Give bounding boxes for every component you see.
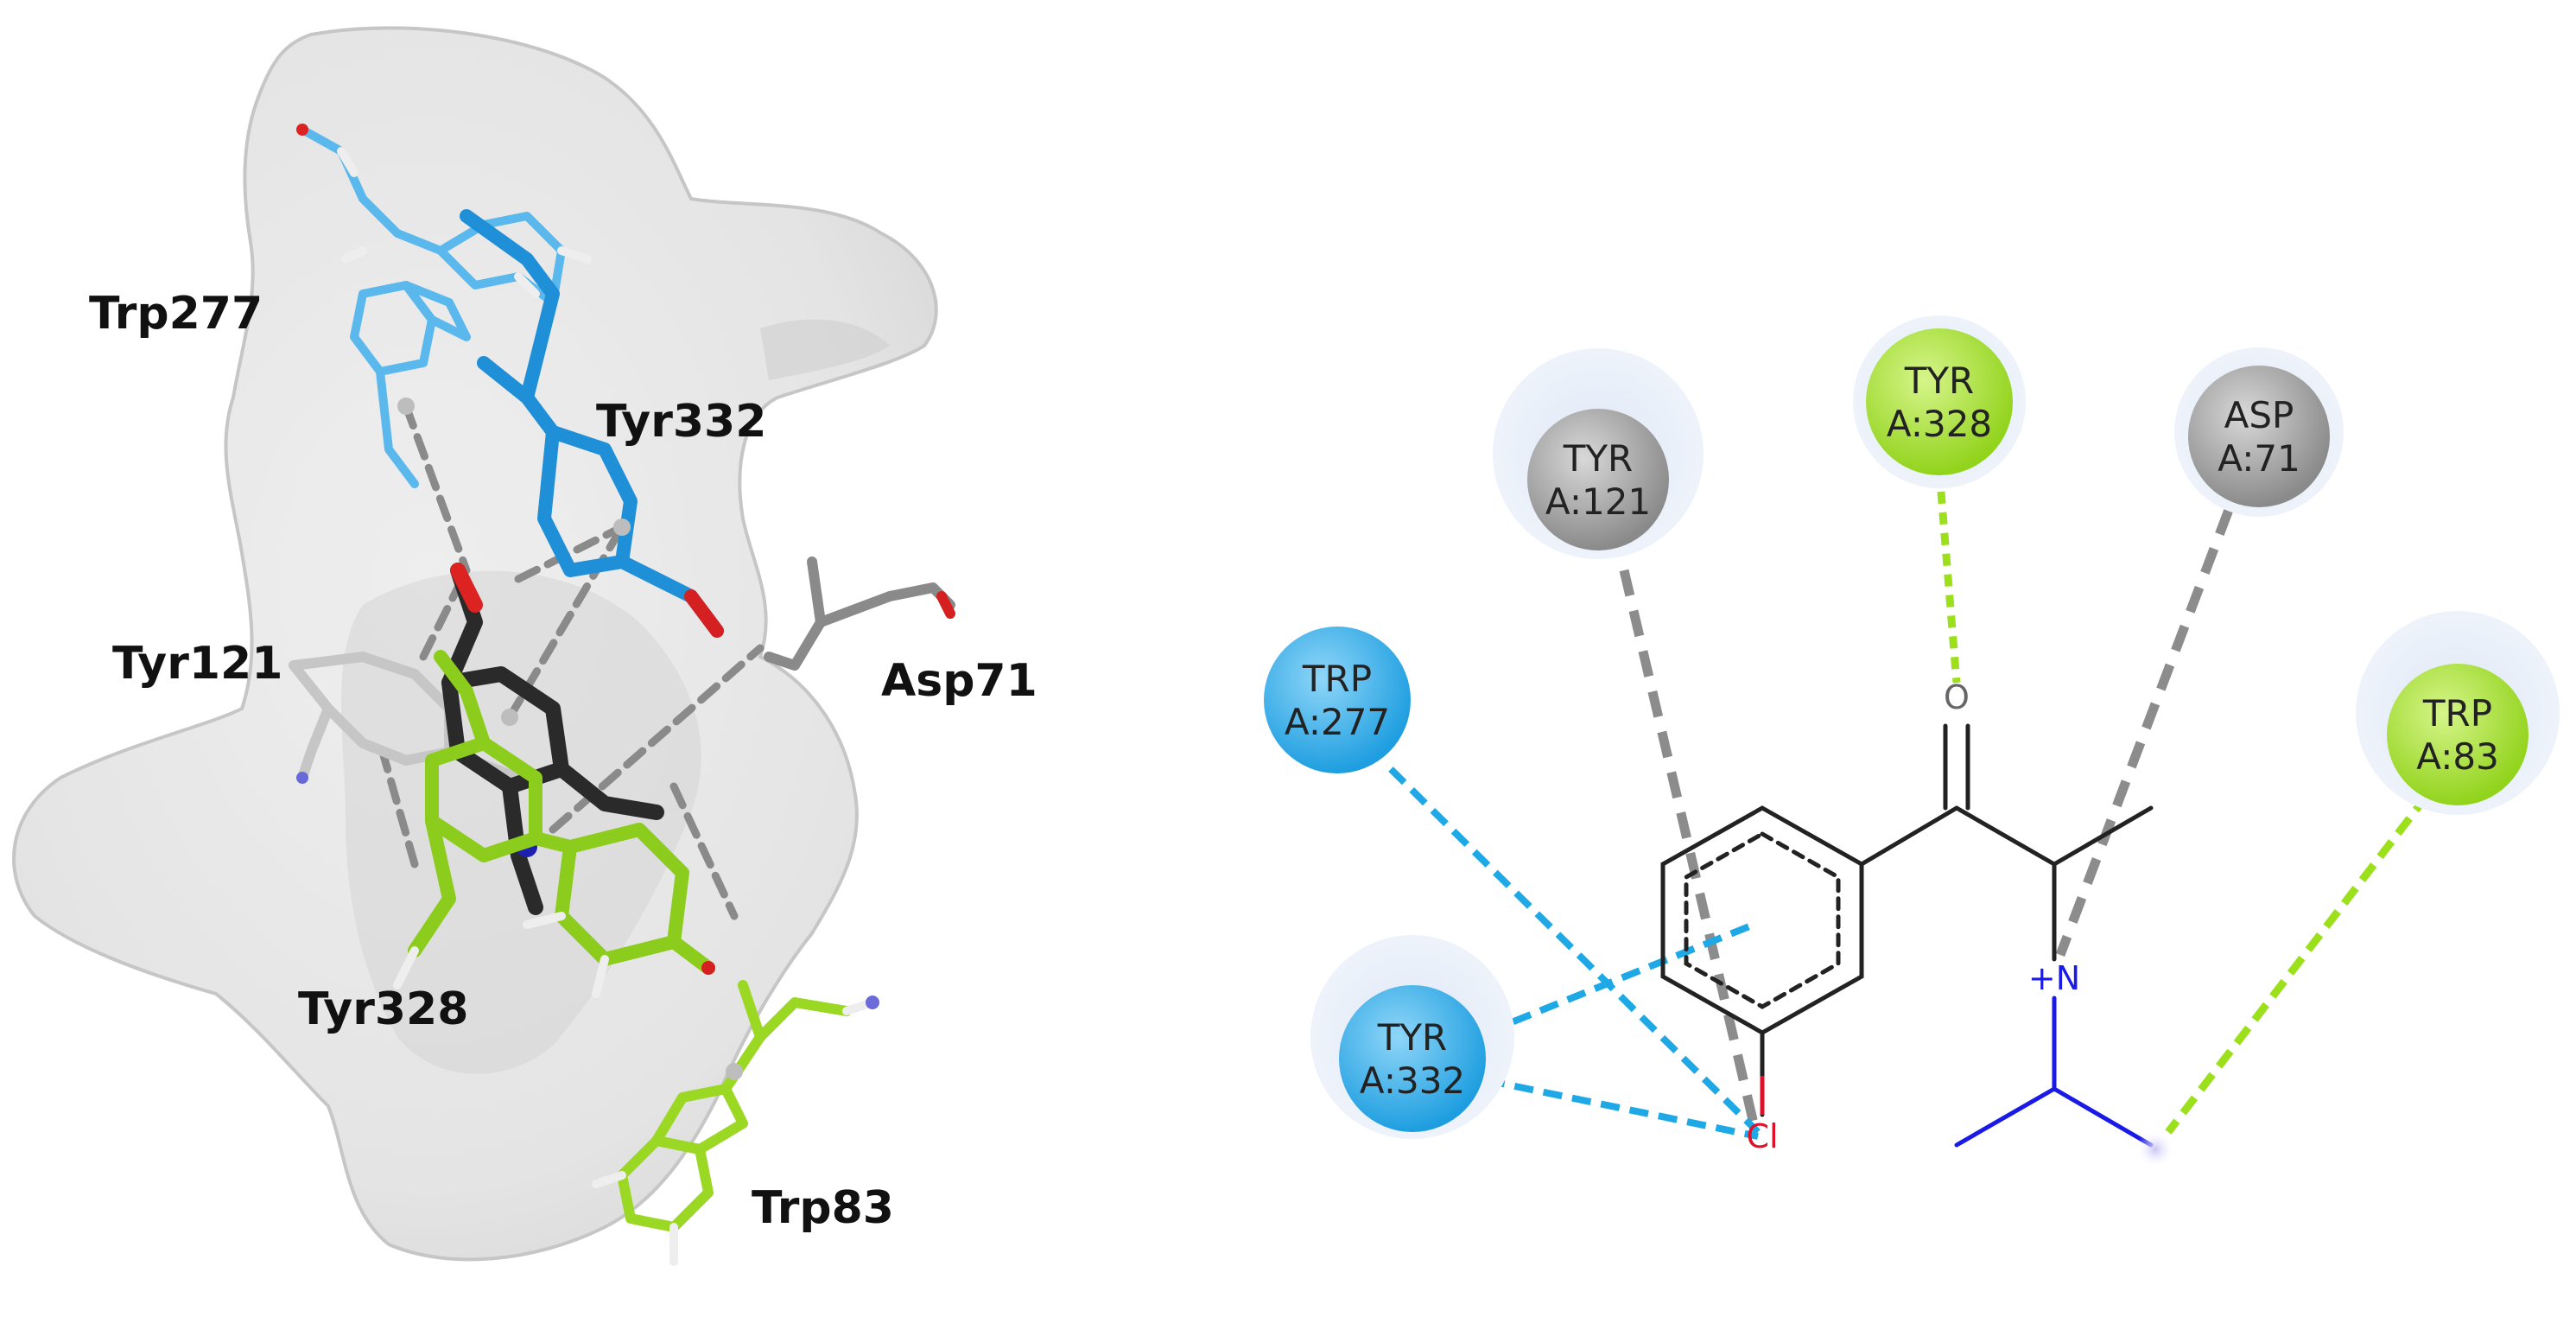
label-trp277: Trp277 [89,288,263,340]
trp83-nitrogen [866,996,879,1009]
node-tyr328-name: TYR [1904,359,1975,402]
interaction-lines-2d [1388,470,2431,1140]
asp71-oxygen [936,591,955,619]
right-panel-2d-diagram: O Cl +N TYR A:121 TYR A:328 ASP A:71 TRP [1264,315,2560,1168]
node-tyr332-pos: A:332 [1360,1059,1465,1102]
disc-trp277 [1264,627,1411,773]
disc-trp83 [2387,664,2528,805]
pocket-cavity-shade-2 [760,319,890,380]
residue-node-tyr328: TYR A:328 [1853,315,2026,488]
tyr328-oxygen [701,961,715,975]
residue-labels-3d: Trp277 Tyr332 Tyr121 Asp71 Tyr328 Trp83 [89,288,1037,1234]
ligand-carbonyl-oxygen [450,563,483,613]
interaction-asp71 [2055,508,2234,957]
node-trp277-pos: A:277 [1285,701,1390,743]
interaction-tyr328 [1935,470,1961,684]
residue-node-trp277: TRP A:277 [1264,627,1411,773]
protein-surface [12,26,938,1262]
tyr332-oxygen [684,589,724,638]
left-panel-3d-pocket: Trp277 Tyr332 Tyr121 Asp71 Tyr328 Trp83 [12,26,1037,1266]
label-tyr332: Tyr332 [596,396,766,448]
ligand-2d-skeleton [1660,723,2154,1117]
node-tyr121-name: TYR [1563,437,1634,480]
label-asp71: Asp71 [881,655,1037,707]
benzene-ring [1660,805,1864,1035]
interaction-tyr121 [1619,569,1759,1125]
node-trp277-name: TRP [1302,658,1372,700]
residue-asp71-sticks [764,557,955,671]
node-asp71-name: ASP [2224,394,2294,436]
disc-tyr121 [1527,409,1669,550]
atom-nitrogen: +N [2028,959,2080,997]
interaction-trp277-cl [1388,767,1761,1135]
residue-trp277-hydrogens [337,147,592,298]
residue-node-trp83: TRP A:83 [2356,611,2560,815]
residue-tyr328-hydrogens [393,912,609,998]
interaction-tyr332-cl [1485,1077,1759,1140]
node-asp71-pos: A:71 [2218,437,2300,480]
label-tyr121: Tyr121 [112,638,282,690]
disc-asp71 [2188,366,2330,507]
node-tyr332-name: TYR [1377,1016,1448,1059]
methyl-glow [2136,1130,2174,1168]
tyr121-nitrogen [296,772,308,784]
interaction-trp83 [2165,792,2431,1135]
ligand-2d-amine [1954,996,2154,1148]
label-tyr328: Tyr328 [298,983,468,1035]
residue-node-tyr121: TYR A:121 [1493,348,1704,559]
residue-trp83-sticks [617,980,852,1232]
interaction-tyr332-ring [1484,921,1755,1036]
node-trp83-pos: A:83 [2416,735,2499,778]
trp277-oxygen [296,124,308,136]
residue-tyr328-sticks [408,650,715,975]
disc-tyr328 [1866,328,2013,475]
node-tyr328-pos: A:328 [1887,403,1992,445]
disc-tyr332 [1339,985,1486,1132]
ring-centroids [397,398,743,1080]
atom-chlorine: Cl [1746,1117,1778,1155]
node-trp83-name: TRP [2422,692,2492,735]
atom-oxygen: O [1944,678,1970,716]
residue-node-tyr332: TYR A:332 [1310,935,1514,1139]
benzene-aromatic-circle [1684,831,1841,1009]
residue-node-asp71: ASP A:71 [2174,347,2344,517]
node-tyr121-pos: A:121 [1545,480,1651,523]
label-trp83: Trp83 [752,1182,894,1234]
